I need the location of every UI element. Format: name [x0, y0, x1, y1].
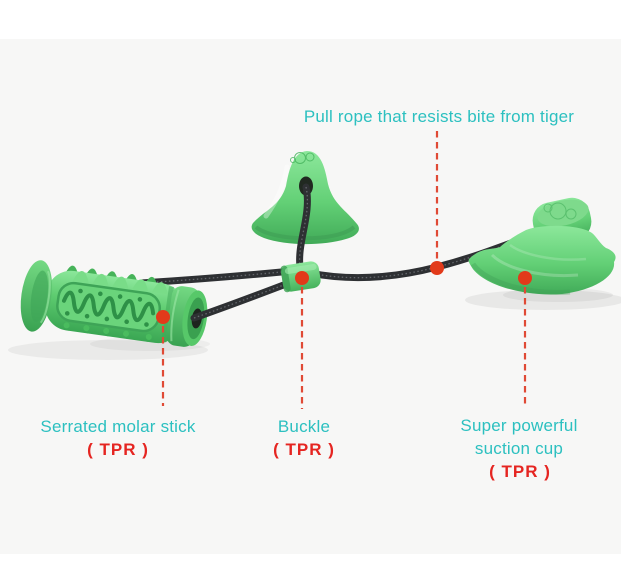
callout-dot-stick: [156, 310, 170, 324]
label-suction-line1: Super powerful: [460, 416, 577, 435]
suction-cup-middle-dimples: [290, 152, 315, 164]
label-molar-stick: Serrated molar stick: [40, 417, 195, 436]
callout-dot-suction: [518, 271, 532, 285]
label-molar-stick-material: ( TPR ): [87, 440, 149, 459]
callout-dots: [156, 261, 532, 324]
stick-front-bumps: [63, 322, 152, 340]
stick-panel-dots: [64, 288, 149, 327]
label-suction-line2: suction cup: [475, 439, 563, 458]
callout-leader-lines: [161, 131, 527, 409]
callout-dot-buckle: [295, 271, 309, 285]
suction-cup-right-dimples: [543, 202, 577, 220]
pull-rope-left-segment: [137, 267, 296, 287]
stick-left-cap: [20, 260, 53, 332]
stick-panel: [56, 281, 161, 333]
suction-cup-right: [468, 197, 616, 295]
stick-wave-pattern: [61, 290, 156, 323]
stick-spikes-front: [72, 271, 168, 295]
label-suction-material: ( TPR ): [489, 462, 551, 481]
label-buckle: Buckle: [278, 417, 330, 436]
pull-rope-middle-segment: [296, 183, 311, 271]
callout-dot-rope: [430, 261, 444, 275]
label-buckle-material: ( TPR ): [273, 440, 335, 459]
label-pull-rope: Pull rope that resists bite from tiger: [304, 107, 574, 126]
suction-cup-right-skirt: [468, 225, 616, 295]
